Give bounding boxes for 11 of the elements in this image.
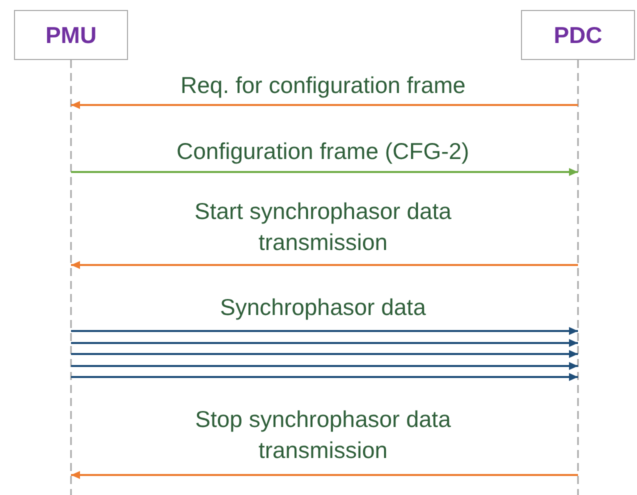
message-arrow [71,101,578,109]
message-arrow [71,339,578,347]
participant-box: PDC [521,10,635,60]
message-arrow [71,350,578,358]
message-arrow [71,362,578,370]
message-arrow [71,261,578,269]
message-arrow [71,373,578,381]
participant-box: PMU [14,10,128,60]
message-arrow [71,471,578,479]
message-arrow [71,168,578,176]
message-arrow [71,327,578,335]
